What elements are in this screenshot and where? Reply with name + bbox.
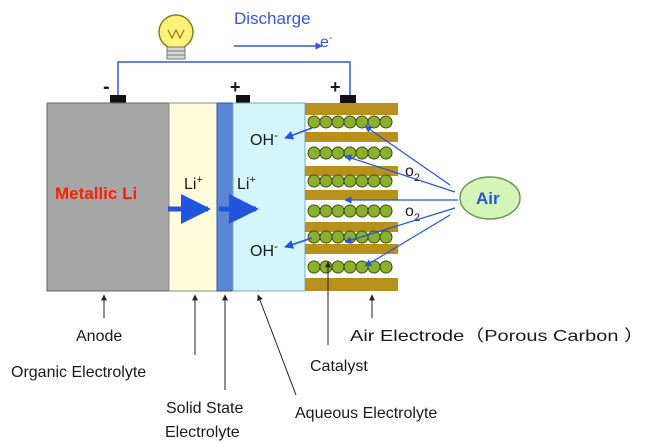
cathode-terminal-sign: + — [330, 77, 341, 97]
carbon-bar — [305, 166, 398, 176]
carbon-bar — [305, 132, 398, 142]
catalyst-label: Catalyst — [310, 358, 368, 375]
air-bubble — [459, 176, 521, 220]
anode-label: Anode — [76, 328, 122, 345]
metallic-li-label: Metallic Li — [55, 184, 137, 203]
catalyst-particle — [319, 230, 333, 244]
anode-terminal-sign: - — [103, 76, 110, 98]
aqueous-electrolyte-label: Aqueous Electrolyte — [295, 405, 437, 422]
catalyst-particle — [379, 146, 393, 160]
catalyst-particle — [319, 174, 333, 188]
oxygen-label-upper: o2 — [405, 163, 420, 184]
catalyst-particle — [379, 260, 393, 274]
li-ion-label-organic: Li+ — [184, 174, 203, 193]
carbon-bar — [305, 222, 398, 232]
hydroxide-arrow — [284, 127, 313, 140]
aqueous-electrolyte-pointer — [257, 294, 297, 396]
catalyst-particle — [307, 260, 321, 274]
catalyst-particle — [319, 146, 333, 160]
oxygen-arrow — [344, 207, 456, 244]
carbon-bar — [305, 278, 398, 291]
hydroxide-arrow — [284, 237, 313, 249]
carbon-bar — [305, 244, 398, 254]
catalyst-particle — [343, 115, 357, 129]
oxygen-arrow — [364, 125, 451, 186]
catalyst-particle — [319, 260, 333, 274]
oxygen-arrow — [364, 214, 451, 267]
cathode-terminal — [340, 95, 356, 103]
anode-block — [46, 102, 170, 292]
catalyst-particle — [343, 204, 357, 218]
oxygen-label-lower: o2 — [405, 203, 420, 224]
catalyst-particle — [307, 230, 321, 244]
catalyst-particle — [319, 204, 333, 218]
oxygen-arrow — [344, 154, 456, 193]
air-electrode — [305, 103, 398, 291]
catalyst-particle — [343, 260, 357, 274]
catalyst-particle — [331, 115, 345, 129]
catalyst-particle — [367, 146, 381, 160]
organic-electrolyte-label: Organic Electrolyte — [11, 364, 146, 381]
catalyst-particle — [331, 204, 345, 218]
catalyst-particle — [331, 260, 345, 274]
solid-electrolyte-block — [216, 102, 234, 292]
catalyst-particle — [307, 174, 321, 188]
mid-terminal-sign: + — [230, 77, 241, 97]
catalyst-particle — [355, 204, 369, 218]
catalyst-particle — [367, 174, 381, 188]
catalyst-particle — [319, 115, 333, 129]
catalyst-particle — [355, 146, 369, 160]
catalyst-particle — [355, 174, 369, 188]
catalyst-particle — [379, 230, 393, 244]
catalyst-particle — [367, 204, 381, 218]
anode-terminal — [110, 95, 126, 103]
light-bulb-icon — [158, 14, 194, 60]
catalyst-particle — [331, 174, 345, 188]
catalyst-particle — [379, 204, 393, 218]
air-label: Air — [476, 189, 500, 208]
external-wire — [117, 61, 351, 96]
organic-electrolyte-block — [168, 102, 218, 292]
catalyst-particle — [331, 146, 345, 160]
carbon-bar — [305, 103, 398, 115]
catalyst-particle — [331, 230, 345, 244]
solid-state-label-line2: Electrolyte — [165, 424, 240, 441]
catalyst-particle — [343, 174, 357, 188]
solid-state-label-line1: Solid State — [166, 400, 243, 417]
catalyst-particle — [307, 115, 321, 129]
air-electrode-label: Air Electrode（Porous Carbon ） — [350, 327, 644, 345]
li-ion-label-aqueous: Li+ — [237, 174, 256, 193]
catalyst-particle — [379, 174, 393, 188]
catalyst-particle — [307, 204, 321, 218]
catalyst-particle — [367, 115, 381, 129]
catalyst-particle — [379, 115, 393, 129]
hydroxide-label-top: OH- — [250, 128, 278, 149]
discharge-label: Discharge — [234, 9, 311, 28]
catalyst-particle — [307, 146, 321, 160]
hydroxide-label-bottom: OH- — [250, 239, 278, 260]
carbon-bar — [305, 190, 398, 200]
catalyst-particle — [355, 260, 369, 274]
electron-label: e- — [320, 32, 333, 51]
